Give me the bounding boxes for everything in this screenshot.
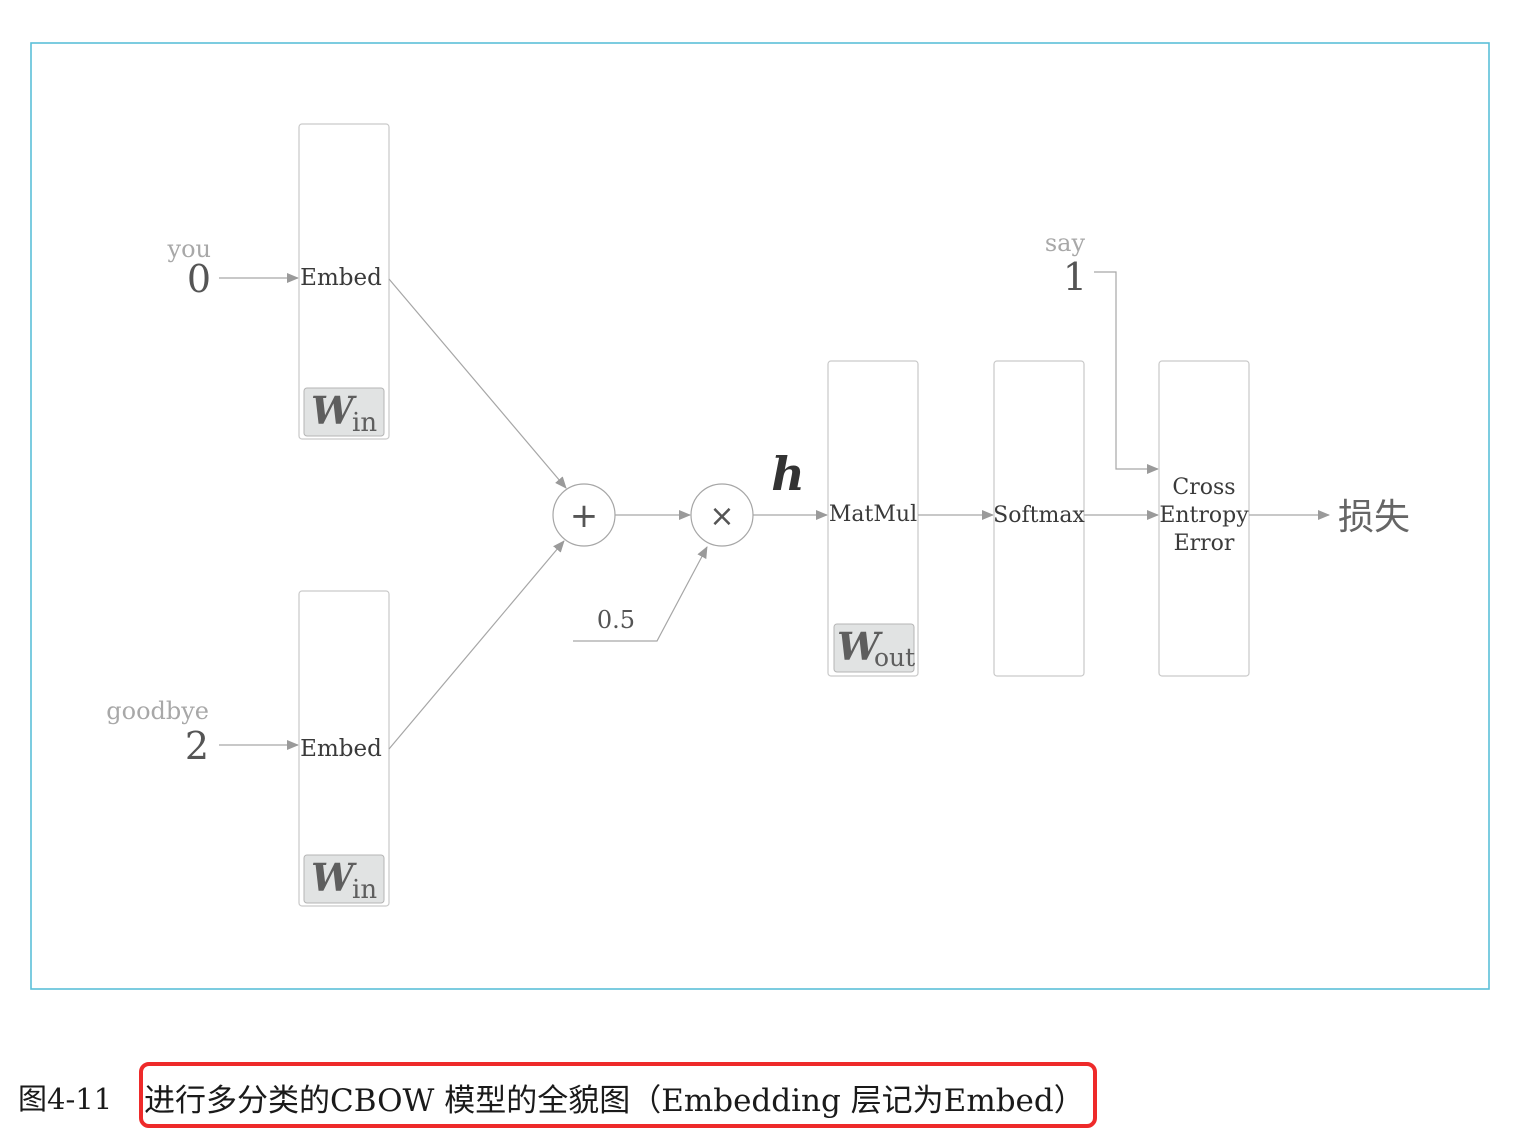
caption-text: 进行多分类的CBOW 模型的全貌图（Embedding 层记为Embed） (144, 1082, 1085, 1119)
figure-number: 图4-11 (18, 1082, 113, 1116)
wout-symbol: W (837, 624, 883, 669)
win-sub-top: in (352, 408, 377, 438)
softmax-label: Softmax (993, 503, 1085, 528)
win-weight-bottom (303, 854, 385, 904)
cee-label-line2: Entropy (1159, 503, 1249, 528)
target-word-say: say (1045, 229, 1086, 257)
target-index-1: 1 (1063, 255, 1087, 299)
arrow-target-cee (1094, 271, 1159, 474)
arrow-embed-bottom-add (388, 540, 565, 750)
input-word-goodbye: goodbye (106, 697, 209, 725)
softmax-layer: Softmax (993, 360, 1085, 677)
embed-label-bottom: Embed (300, 736, 382, 762)
input-word-you: you (167, 235, 211, 263)
cee-label-line3: Error (1174, 531, 1235, 556)
matmul-label: MatMul (829, 502, 917, 527)
add-symbol: + (570, 496, 599, 536)
hidden-symbol: h (771, 447, 804, 501)
matmul-layer: MatMul W out (827, 360, 919, 677)
wout-weight (833, 623, 915, 673)
win-symbol-bottom: W (311, 855, 357, 900)
loss-label: 损失 (1338, 497, 1410, 538)
diagram-frame (30, 42, 1490, 990)
cross-entropy-layer: Cross Entropy Error (1158, 360, 1250, 677)
cee-label-line1: Cross (1172, 475, 1235, 500)
caption-highlight-box (139, 1062, 1097, 1128)
scale-value: 0.5 (597, 606, 635, 634)
win-weight-top (303, 387, 385, 437)
figure-caption: 图4-11 进行多分类的CBOW 模型的全貌图（Embedding 层记为Emb… (18, 1072, 1085, 1122)
embed-label-top: Embed (300, 265, 382, 291)
win-symbol-top: W (311, 388, 357, 433)
embed-layer-top: Embed W in (298, 123, 390, 440)
multiply-symbol: × (709, 499, 734, 534)
arrow-embed-top-add (388, 278, 567, 489)
win-sub-bottom: in (352, 875, 377, 905)
arrow-scale-multiply (573, 546, 708, 642)
wout-sub: out (874, 643, 915, 672)
embed-layer-bottom: Embed W in (298, 590, 390, 907)
input-index-2: 2 (185, 724, 209, 768)
input-index-0: 0 (187, 257, 211, 301)
